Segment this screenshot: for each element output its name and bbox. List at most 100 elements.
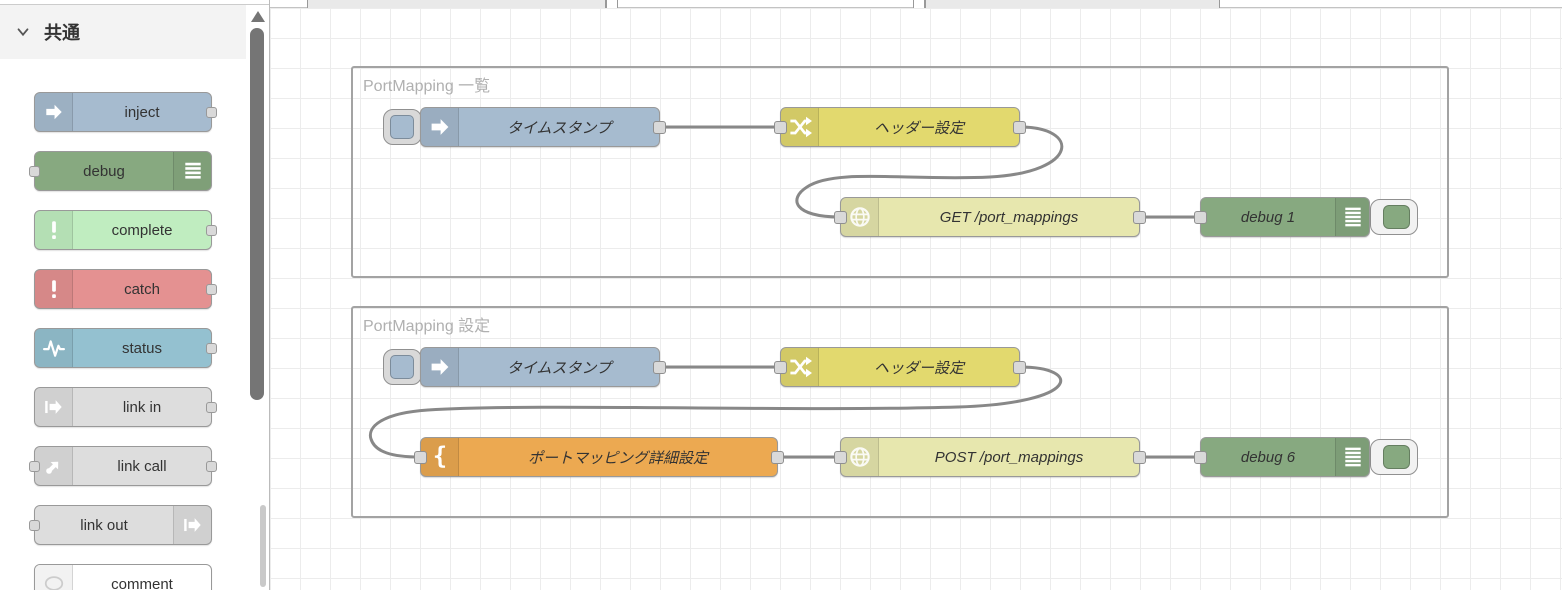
- workspace-tab-bar: [270, 0, 1562, 8]
- debug-toggle-button[interactable]: [1370, 439, 1418, 475]
- output-port[interactable]: [653, 120, 666, 134]
- node-label: debug 1: [1240, 208, 1296, 226]
- output-port[interactable]: [771, 450, 784, 464]
- input-port[interactable]: [834, 450, 847, 464]
- input-port: [29, 519, 40, 531]
- group-label: PortMapping 一覧: [363, 78, 491, 95]
- input-port[interactable]: [414, 450, 427, 464]
- node-inject-timestamp-2[interactable]: タイムスタンプ: [420, 347, 666, 387]
- node-debug-1[interactable]: debug 1: [1194, 197, 1370, 237]
- debug-toggle-inner: [1383, 445, 1410, 469]
- palette-node-link-in[interactable]: link in: [34, 387, 217, 427]
- palette-node-debug[interactable]: debug: [29, 151, 212, 191]
- inject-button-inner: [390, 115, 414, 139]
- list-lines-icon: [1335, 198, 1369, 236]
- workspace-tab[interactable]: [307, 0, 606, 8]
- link-arrow-icon: [173, 506, 211, 544]
- output-port[interactable]: [653, 360, 666, 374]
- input-port[interactable]: [774, 120, 787, 134]
- palette-node-label: comment: [111, 575, 173, 590]
- palette-node-label: link in: [122, 398, 162, 416]
- output-port: [206, 224, 217, 236]
- palette-node-label: status: [121, 339, 163, 357]
- workspace-tab[interactable]: [925, 0, 1220, 8]
- palette-node-label: complete: [111, 221, 173, 239]
- curly-brace-icon: {: [421, 438, 459, 476]
- wire-layer: [368, 125, 1202, 459]
- workspace-tab[interactable]: [913, 0, 925, 8]
- node-label: ヘッダー設定: [873, 359, 964, 377]
- palette-category-common[interactable]: 共通: [0, 5, 246, 59]
- palette-node-complete[interactable]: complete: [34, 210, 217, 250]
- palette-node-label: catch: [124, 280, 160, 298]
- exclamation-icon: [35, 270, 73, 308]
- node-label: タイムスタンプ: [506, 359, 612, 377]
- chevron-down-icon: [17, 28, 29, 37]
- palette-node-status[interactable]: status: [34, 328, 217, 368]
- node-label: GET /port_mappings: [939, 208, 1079, 226]
- input-port[interactable]: [1194, 450, 1207, 464]
- palette-node-label: debug: [83, 162, 125, 180]
- node-inject-timestamp-1[interactable]: タイムスタンプ: [420, 107, 666, 147]
- arrow-in-icon: [421, 108, 459, 146]
- palette-sidebar: 共通 inject debug comp: [0, 0, 270, 590]
- group-portmapping-config[interactable]: PortMapping 設定: [351, 306, 1449, 518]
- arrow-in-icon: [35, 93, 73, 131]
- node-label: ポートマッピング詳細設定: [527, 449, 708, 467]
- wire[interactable]: [795, 125, 1064, 219]
- shuffle-icon: [781, 108, 819, 146]
- node-debug-6[interactable]: debug 6: [1194, 437, 1370, 477]
- shuffle-icon: [781, 348, 819, 386]
- scroll-up-arrow-icon[interactable]: [251, 11, 265, 22]
- list-lines-icon: [1335, 438, 1369, 476]
- palette-node-comment[interactable]: comment: [34, 564, 212, 590]
- output-port[interactable]: [1013, 360, 1026, 374]
- input-port[interactable]: [834, 210, 847, 224]
- palette-node-label: inject: [124, 103, 160, 121]
- list-lines-icon: [173, 152, 211, 190]
- output-port: [206, 342, 217, 354]
- workspace-tab[interactable]: [606, 0, 618, 8]
- input-port[interactable]: [1194, 210, 1207, 224]
- input-port[interactable]: [774, 360, 787, 374]
- output-port: [206, 283, 217, 295]
- debug-toggle-inner: [1383, 205, 1410, 229]
- output-port: [206, 401, 217, 413]
- node-http-request-get[interactable]: GET /port_mappings: [834, 197, 1146, 237]
- group-portmapping-list[interactable]: PortMapping 一覧: [351, 66, 1449, 278]
- globe-icon: [841, 438, 879, 476]
- palette-node-label: link call: [117, 457, 167, 475]
- node-change-header-2[interactable]: ヘッダー設定: [774, 347, 1026, 387]
- node-change-header-1[interactable]: ヘッダー設定: [774, 107, 1026, 147]
- scrollbar-thumb[interactable]: [250, 28, 264, 400]
- debug-toggle-button[interactable]: [1370, 199, 1418, 235]
- inject-button[interactable]: [383, 349, 422, 385]
- node-label: debug 6: [1240, 448, 1296, 466]
- inject-button[interactable]: [383, 109, 422, 145]
- globe-icon: [841, 198, 879, 236]
- palette-node-link-call[interactable]: link call: [29, 446, 217, 486]
- arrow-in-icon: [421, 348, 459, 386]
- palette-category-label: 共通: [44, 23, 80, 43]
- wire[interactable]: [368, 365, 1063, 459]
- flow-canvas[interactable]: PortMapping 一覧 PortMapping 設定 タイムスタンプ: [270, 0, 1562, 590]
- exclamation-icon: [35, 211, 73, 249]
- link-call-icon: [35, 447, 73, 485]
- pulse-icon: [35, 329, 73, 367]
- palette-scrollbar[interactable]: [249, 6, 265, 590]
- group-label: PortMapping 設定: [363, 318, 491, 335]
- secondary-scrollbar-thumb[interactable]: [260, 505, 266, 587]
- speech-bubble-icon: [35, 565, 73, 590]
- node-template-portmapping-detail[interactable]: { ポートマッピング詳細設定: [414, 437, 784, 477]
- output-port[interactable]: [1013, 120, 1026, 134]
- node-http-request-post[interactable]: POST /port_mappings: [834, 437, 1146, 477]
- palette-node-label: link out: [80, 516, 128, 534]
- inject-button-inner: [390, 355, 414, 379]
- output-port: [206, 460, 217, 472]
- palette-node-inject[interactable]: inject: [34, 92, 217, 132]
- palette-node-catch[interactable]: catch: [34, 269, 217, 309]
- output-port[interactable]: [1133, 450, 1146, 464]
- palette-node-link-out[interactable]: link out: [29, 505, 212, 545]
- output-port[interactable]: [1133, 210, 1146, 224]
